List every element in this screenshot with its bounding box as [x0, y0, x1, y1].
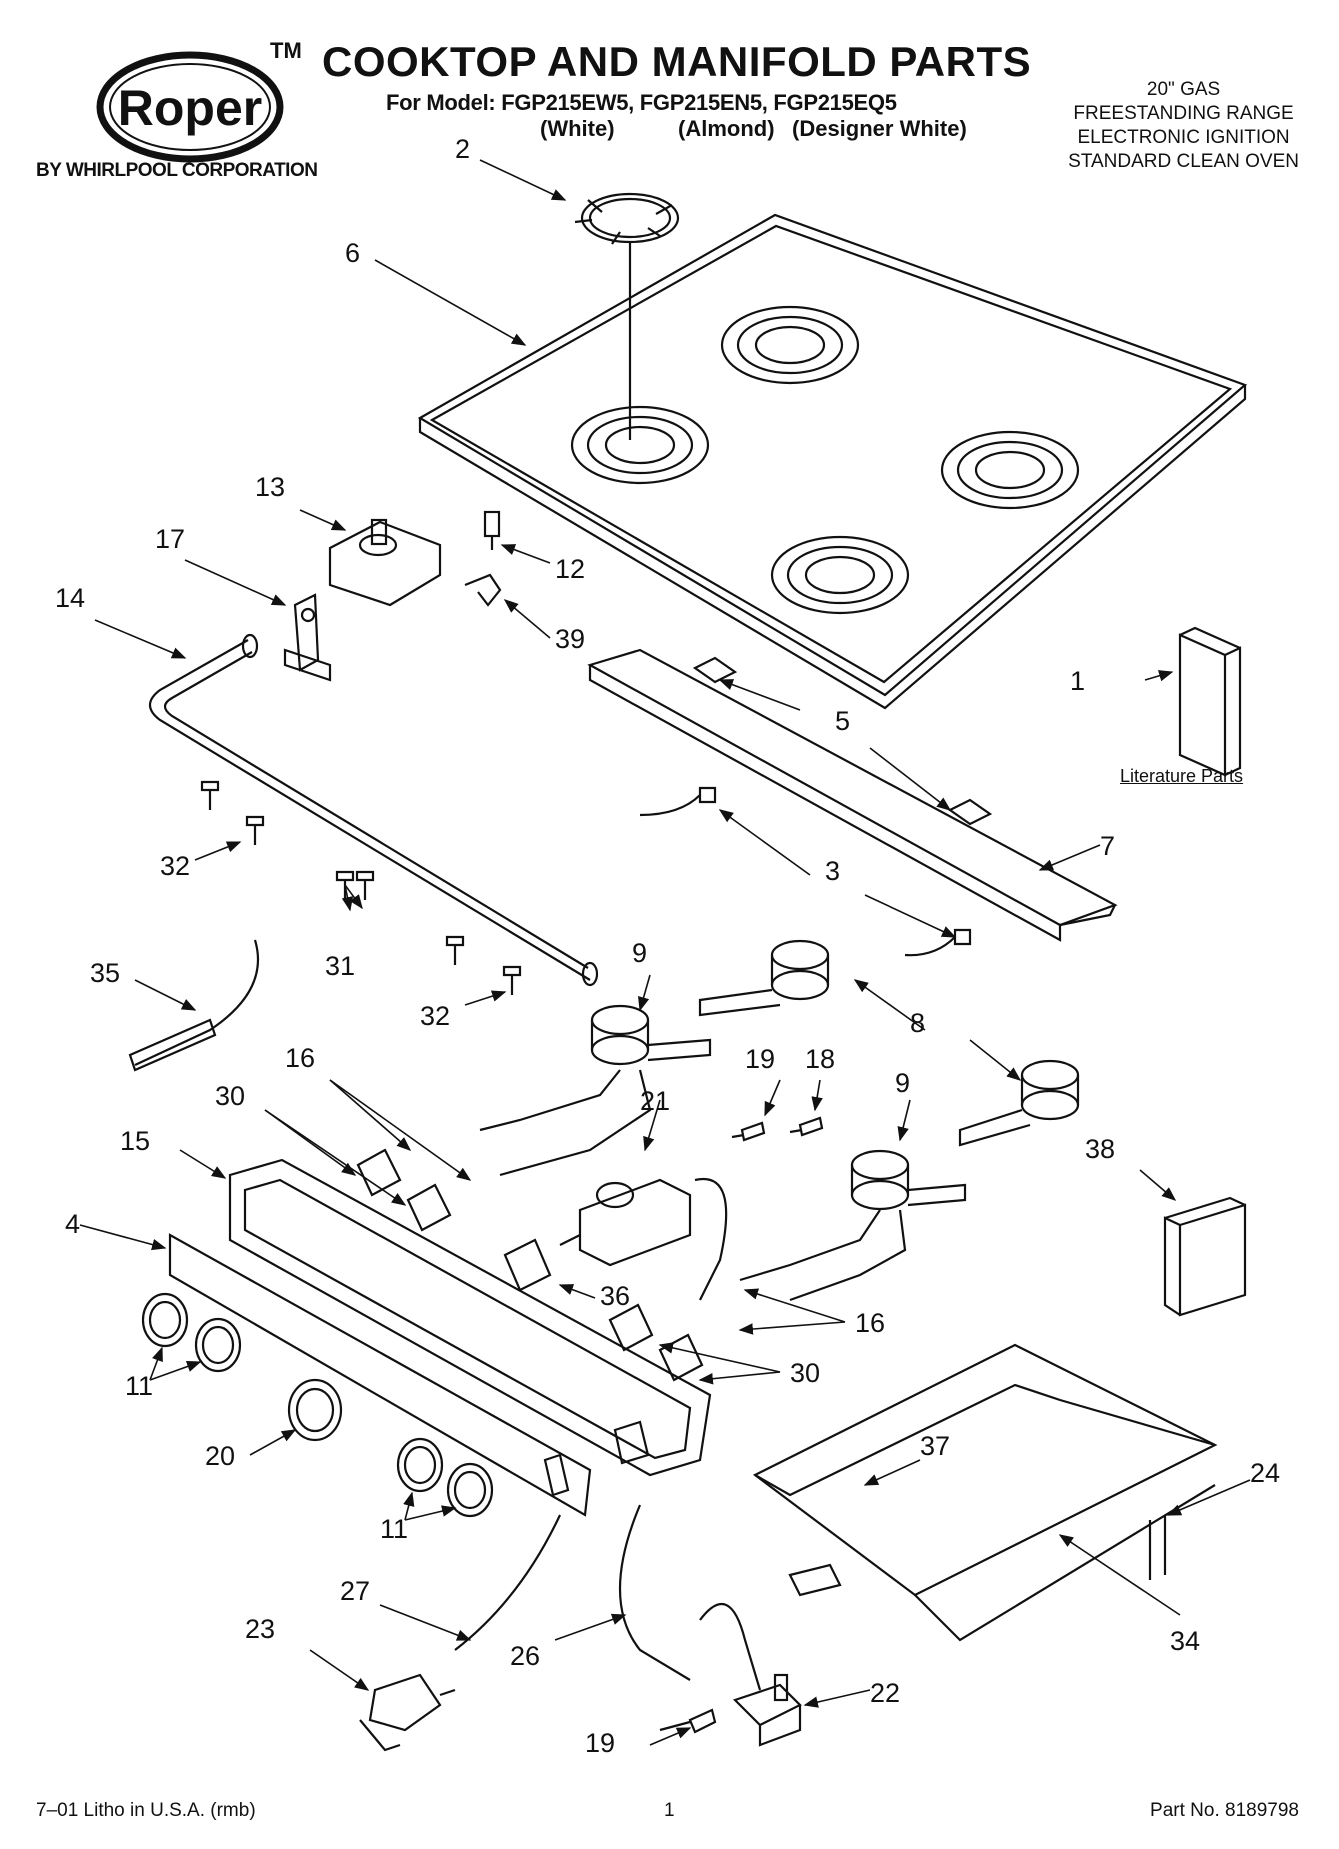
callout: 9: [895, 1068, 910, 1098]
callout: 16: [855, 1308, 885, 1338]
callout: 15: [120, 1126, 150, 1156]
leader-lines: [79, 159, 1251, 1746]
callout: 23: [245, 1614, 275, 1644]
callout: 24: [1250, 1458, 1280, 1488]
manifold-tube-14: [148, 633, 599, 987]
thermostat-21: [559, 1177, 728, 1301]
roper-logo: Roper: [96, 51, 284, 163]
knobs: [141, 1292, 494, 1518]
callout: 9: [632, 938, 647, 968]
callout: 7: [1100, 831, 1115, 861]
callout-numbers: 1 2 3 4 5 6 7 8 8 9 9 11 11 12 13 14 15 …: [55, 134, 1280, 1758]
burner-support-bracket-7: [587, 648, 1118, 942]
callout: 4: [65, 1209, 80, 1239]
part-number: Part No. 8189798: [1150, 1800, 1299, 1821]
spec-line: FREESTANDING RANGE: [1073, 103, 1294, 124]
callout: 30: [215, 1081, 245, 1111]
tube-26: [619, 1504, 762, 1691]
screws-31-32: [200, 780, 522, 995]
callout: 34: [1170, 1626, 1200, 1656]
callout: 12: [555, 554, 585, 584]
orifice-hood-12: [483, 510, 501, 550]
callout: 19: [745, 1044, 775, 1074]
cooktop-panel: [417, 213, 1248, 710]
callout: 22: [870, 1678, 900, 1708]
burners: [590, 939, 1080, 1211]
valve-13: [328, 518, 442, 607]
burner-grate: [574, 192, 680, 440]
callout: 11: [380, 1514, 408, 1544]
bracket-17: [283, 593, 332, 682]
clip-39: [464, 573, 502, 607]
callout: 5: [835, 706, 850, 736]
callout: 19: [585, 1728, 615, 1758]
callout: 32: [420, 1001, 450, 1031]
callout: 30: [790, 1358, 820, 1388]
screw-18: [789, 1116, 824, 1137]
color-almond: (Almond): [678, 116, 775, 141]
callout: 8: [910, 1008, 925, 1038]
callout: 18: [805, 1044, 835, 1074]
model-line: For Model: FGP215EW5, FGP215EN5, FGP215E…: [386, 90, 897, 115]
page-number: 1: [664, 1800, 675, 1821]
regulator-23: [359, 1673, 456, 1752]
screw-19-bottom: [659, 1708, 717, 1734]
callout: 36: [600, 1281, 630, 1311]
callout: 14: [55, 583, 85, 613]
panel-4: [168, 1233, 592, 1517]
callout: 20: [205, 1441, 235, 1471]
callout: 16: [285, 1043, 315, 1073]
safety-valve-22: [732, 1673, 802, 1747]
callout: 17: [155, 524, 185, 554]
control-panel-15: [228, 1158, 712, 1477]
callout: 13: [255, 472, 285, 502]
callout: 6: [345, 238, 360, 268]
callout: 37: [920, 1431, 950, 1461]
color-designer-white: (Designer White): [792, 116, 967, 141]
spec-line: 20" GAS: [1146, 79, 1221, 100]
callout: 27: [340, 1576, 370, 1606]
screw-19-top: [731, 1121, 766, 1142]
callout: 11: [125, 1371, 153, 1401]
spec-line: STANDARD CLEAN OVEN: [1068, 151, 1299, 172]
electrodes-3: [639, 786, 972, 957]
mounting-plates-30-36: [356, 1148, 704, 1382]
brackets-5: [692, 656, 993, 826]
callout: 32: [160, 851, 190, 881]
callout: 38: [1085, 1134, 1115, 1164]
callout: 2: [455, 134, 470, 164]
trademark: TM: [270, 38, 302, 63]
page-title: COOKTOP AND MANIFOLD PARTS: [322, 38, 1032, 85]
callout: 26: [510, 1641, 540, 1671]
callout: 3: [825, 856, 840, 886]
literature-parts-1: [1178, 626, 1242, 777]
spec-block: 20" GAS FREESTANDING RANGE ELECTRONIC IG…: [1068, 78, 1299, 174]
color-white: (White): [540, 116, 615, 141]
spark-module-38: [1163, 1196, 1247, 1317]
callout: 1: [1070, 666, 1085, 696]
callout: 39: [555, 624, 585, 654]
footer-litho: 7–01 Litho in U.S.A. (rmb): [36, 1800, 256, 1821]
lead-wire-35: [128, 939, 260, 1072]
callout: 35: [90, 958, 120, 988]
callout: 21: [640, 1086, 670, 1116]
logo-text: Roper: [118, 80, 262, 136]
cooktop-burner-rings: [570, 305, 1080, 615]
callout: 31: [325, 951, 355, 981]
tube-27: [454, 1514, 561, 1651]
burner-tubes-16: [479, 1069, 907, 1302]
literature-parts-label: Literature Parts: [1120, 766, 1244, 786]
spec-line: ELECTRONIC IGNITION: [1077, 127, 1290, 148]
brand-subtitle: BY WHIRLPOOL CORPORATION: [36, 160, 318, 181]
burner-box-34: [752, 1343, 1218, 1642]
